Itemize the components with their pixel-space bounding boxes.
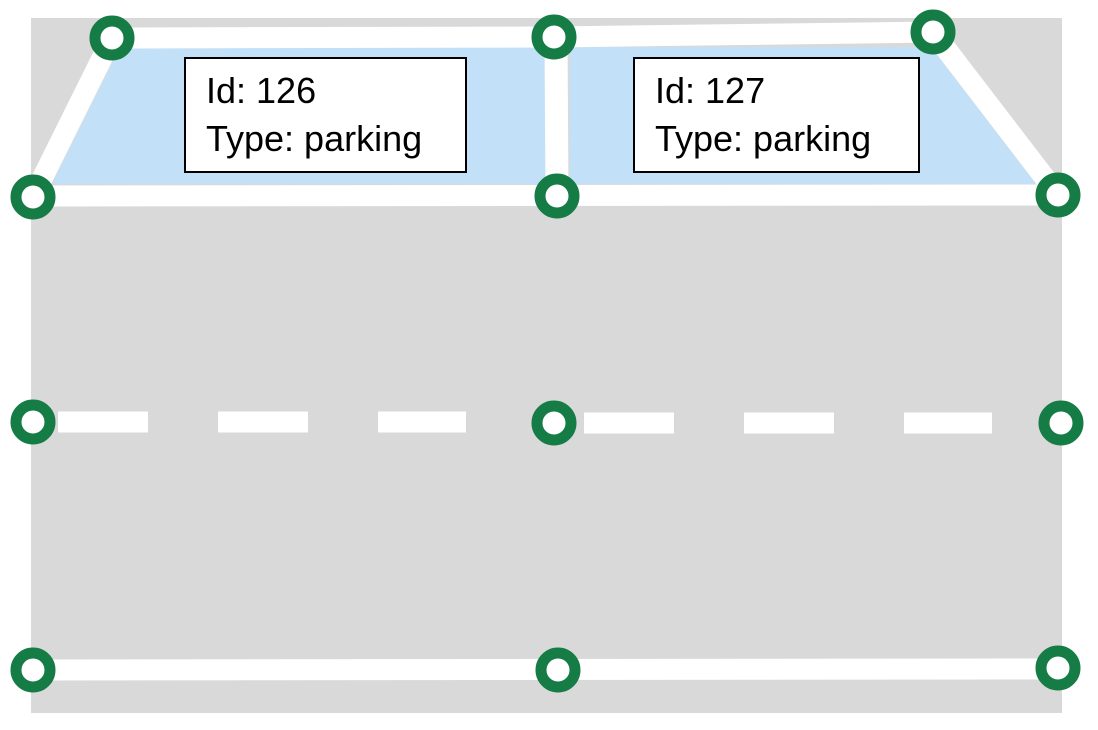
node-marker[interactable] <box>535 647 581 693</box>
parking-id-text: Id: 127 <box>655 70 766 111</box>
parking-type-text: Type: parking <box>206 118 423 159</box>
node-marker[interactable] <box>534 173 580 219</box>
node-marker[interactable] <box>89 15 135 61</box>
parking-label-127: Id: 127 Type: parking <box>633 57 920 173</box>
node-marker[interactable] <box>10 174 56 220</box>
node-marker[interactable] <box>531 400 577 446</box>
parking-type-text: Type: parking <box>655 118 872 159</box>
node-marker[interactable] <box>10 647 56 693</box>
node-markers <box>10 9 1084 693</box>
right-boundary-line <box>924 25 1067 202</box>
parking-label-126: Id: 126 Type: parking <box>184 57 467 173</box>
parking-id-text: Id: 126 <box>206 70 317 111</box>
node-marker[interactable] <box>1035 645 1081 691</box>
left-boundary-line <box>23 33 122 202</box>
node-marker[interactable] <box>910 9 956 55</box>
node-marker[interactable] <box>10 399 56 445</box>
top-lane-line <box>111 21 934 49</box>
node-marker[interactable] <box>1038 400 1084 446</box>
parking-separator-line <box>544 36 569 197</box>
node-marker[interactable] <box>1035 172 1081 218</box>
node-marker[interactable] <box>531 14 577 60</box>
